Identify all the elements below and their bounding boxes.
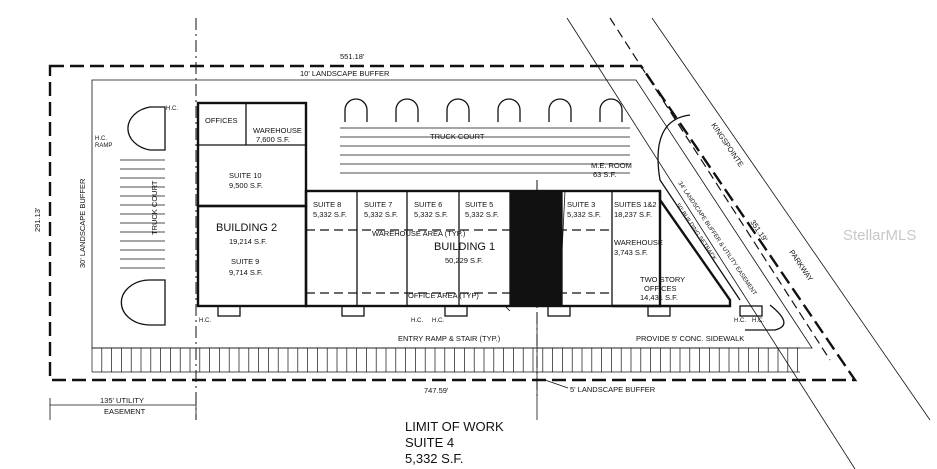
- suite-6-name: SUITE 6: [414, 200, 442, 209]
- parking-islands: [120, 106, 785, 331]
- b1-name: BUILDING 1: [434, 241, 495, 253]
- plan-line: [509, 289, 527, 307]
- b2-warehouse-area: 7,600 S.F.: [256, 135, 290, 144]
- property-boundary: [48, 64, 858, 382]
- watermark: StellarMLS: [843, 227, 916, 244]
- plan-line: [509, 212, 563, 307]
- plan-line: [509, 219, 563, 307]
- buffer-top-label: 10' LANDSCAPE BUFFER: [300, 69, 390, 78]
- plan-line: [509, 275, 541, 307]
- parkway-lines: [566, 17, 931, 469]
- easement-dimension: [49, 398, 197, 420]
- plan-line: [509, 296, 520, 307]
- suite-5-name: SUITE 5: [465, 200, 493, 209]
- b2-suite9-area: 9,714 S.F.: [229, 268, 263, 277]
- plan-line: [509, 254, 562, 307]
- plan-line: [557, 190, 563, 259]
- warehouse-area-label: WAREHOUSE AREA (TYP.): [372, 229, 466, 238]
- easement-line-2: EASEMENT: [104, 407, 146, 416]
- road-name-2: PARKWAY: [787, 248, 815, 283]
- limit-line-3: 5,332 S.F.: [405, 451, 464, 466]
- b2-area: 19,214 S.F.: [229, 237, 267, 246]
- hc-ramp-line1: H.C.: [95, 136, 107, 142]
- dim-left: 291.13': [33, 207, 42, 232]
- plan-line: [561, 190, 566, 252]
- plan-line: [509, 282, 534, 307]
- hc-label-4: H.C.: [734, 318, 746, 324]
- hc-ramp-line2: RAMP: [95, 143, 112, 149]
- plan-line: [550, 190, 563, 266]
- b2-offices-label: OFFICES: [205, 116, 238, 125]
- b2-suite10-area: 9,500 S.F.: [229, 181, 263, 190]
- dim-bottom: 747.59': [424, 386, 449, 395]
- entry-ramps: [217, 305, 763, 317]
- b2-suite9-name: SUITE 9: [231, 257, 259, 266]
- offices-12-line1: TWO STORY: [640, 275, 685, 284]
- b2-name: BUILDING 2: [216, 222, 277, 234]
- truck-court-left-label: TRUCK COURT: [150, 180, 159, 235]
- plan-line: [509, 205, 563, 307]
- warehouse-12-area: 3,743 S.F.: [614, 248, 648, 257]
- plan-line: [509, 233, 563, 307]
- plan-line: [515, 190, 563, 301]
- plan-line: [543, 190, 563, 273]
- suite-3-name: SUITE 3: [567, 200, 595, 209]
- suite-7-name: SUITE 7: [364, 200, 392, 209]
- landscape-buffer-line: [91, 79, 813, 349]
- b2-warehouse-name: WAREHOUSE: [253, 126, 302, 135]
- plan-line: [536, 190, 563, 280]
- truck-court-top-label: TRUCK COURT: [430, 132, 485, 141]
- suite-4-limit-of-work: [504, 190, 566, 312]
- b1-area: 50,229 S.F.: [445, 256, 483, 265]
- suite-8-name: SUITE 8: [313, 200, 341, 209]
- suites-12-area: 18,237 S.F.: [614, 210, 652, 219]
- office-area-label: OFFICE AREA (TYP): [408, 291, 479, 300]
- plan-line: [509, 268, 548, 307]
- warehouse-12-name: WAREHOUSE: [614, 238, 663, 247]
- parking-stalls-bottom: [91, 347, 800, 373]
- truck-court-domes: [344, 98, 623, 122]
- plan-line: [522, 190, 563, 294]
- sidewalk-label: PROVIDE 5' CONC. SIDEWALK: [636, 334, 744, 343]
- hc-label-2: H.C.: [411, 318, 423, 324]
- offices-12-area: 14,431 S.F.: [640, 293, 678, 302]
- plan-line: [509, 191, 563, 307]
- truck-court-striping: [340, 127, 630, 174]
- me-room-name: M.E. ROOM: [591, 161, 632, 170]
- easement-line-1: 135' UTILITY: [100, 396, 144, 405]
- suite-8-area: 5,332 S.F.: [313, 210, 347, 219]
- limit-line-2: SUITE 4: [405, 435, 454, 450]
- hc-label-top: H.C.: [166, 106, 178, 112]
- plan-line: [504, 305, 511, 312]
- plan-line: [509, 261, 555, 307]
- limit-line-1: LIMIT OF WORK: [405, 419, 504, 434]
- suite-5-area: 5,332 S.F.: [465, 210, 499, 219]
- hc-label-5: H.C.: [752, 318, 764, 324]
- buffer-bottom-label: 5' LANDSCAPE BUFFER: [570, 385, 656, 394]
- plan-line: [509, 240, 563, 307]
- plan-line: [509, 226, 563, 307]
- b2-suite10-name: SUITE 10: [229, 171, 262, 180]
- plan-line: [509, 303, 513, 307]
- dim-top: 551.18': [340, 52, 365, 61]
- suites-12-name: SUITES 1&2: [614, 200, 657, 209]
- hc-label-3: H.C.: [432, 318, 444, 324]
- suite-7-area: 5,332 S.F.: [364, 210, 398, 219]
- hc-label-1: H.C.: [199, 318, 211, 324]
- plan-line: [529, 190, 563, 287]
- buffer-left-label: 30' LANDSCAPE BUFFER: [78, 178, 87, 268]
- parking-stalls-left: [120, 159, 165, 269]
- entry-ramp-label: ENTRY RAMP & STAIR (TYP.): [398, 334, 501, 343]
- suite-3-area: 5,332 S.F.: [567, 210, 601, 219]
- suite-6-area: 5,332 S.F.: [414, 210, 448, 219]
- plan-line: [509, 247, 563, 307]
- offices-12-line2: OFFICES: [644, 284, 677, 293]
- plan-line: [509, 198, 563, 307]
- me-room-area: 63 S.F.: [593, 170, 616, 179]
